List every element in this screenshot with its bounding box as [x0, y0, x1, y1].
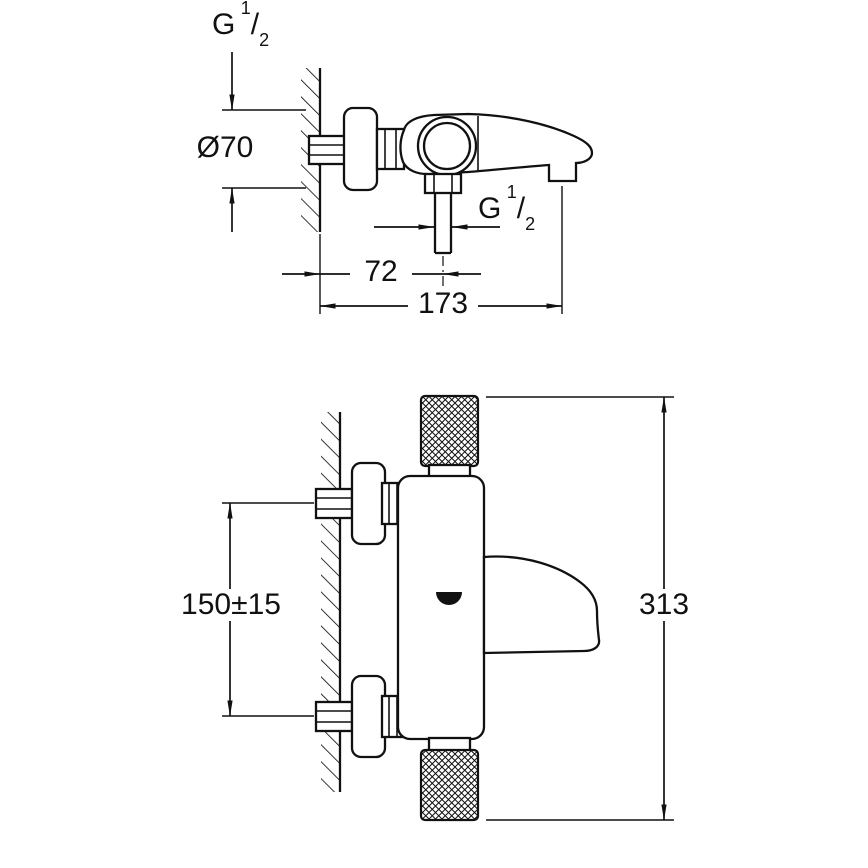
outlet-nut-top-view	[423, 172, 463, 195]
thermostat-knob-inner-top-view	[422, 121, 472, 171]
wall-union-nut-top-view	[307, 134, 347, 166]
spout-outlet-mark	[436, 592, 462, 605]
escutcheon-top-front-view	[350, 461, 387, 546]
handle-grip-top	[419, 394, 480, 468]
wall-union-nut-top	[314, 487, 354, 520]
dim-label-wall-thread: G 1/2	[212, 0, 270, 50]
dim-label-outlet-thread: G 1/2	[478, 182, 536, 234]
connector-nut-top-view	[375, 127, 406, 171]
outlet-pipe-top-view	[433, 193, 453, 255]
dim-label-72: 72	[350, 256, 412, 288]
mixer-body-front-view	[396, 474, 486, 741]
front-view	[222, 394, 674, 822]
dim-label-150: 150±15	[175, 589, 287, 621]
dim-label-diameter: Ø70	[196, 131, 254, 164]
spout-front-view	[482, 555, 601, 655]
dim-wall-thread-and-diameter	[222, 52, 306, 232]
escutcheon-bottom-front-view	[350, 674, 387, 759]
dim-label-313: 313	[629, 589, 699, 621]
wall-hatch-front-view	[321, 412, 340, 792]
dim-label-173: 173	[408, 288, 478, 320]
handle-grip-bottom	[419, 748, 480, 822]
thermostat-knob-outer-top-view	[416, 115, 478, 177]
escutcheon-top-view	[342, 106, 379, 192]
wall-union-nut-bottom	[314, 700, 354, 733]
